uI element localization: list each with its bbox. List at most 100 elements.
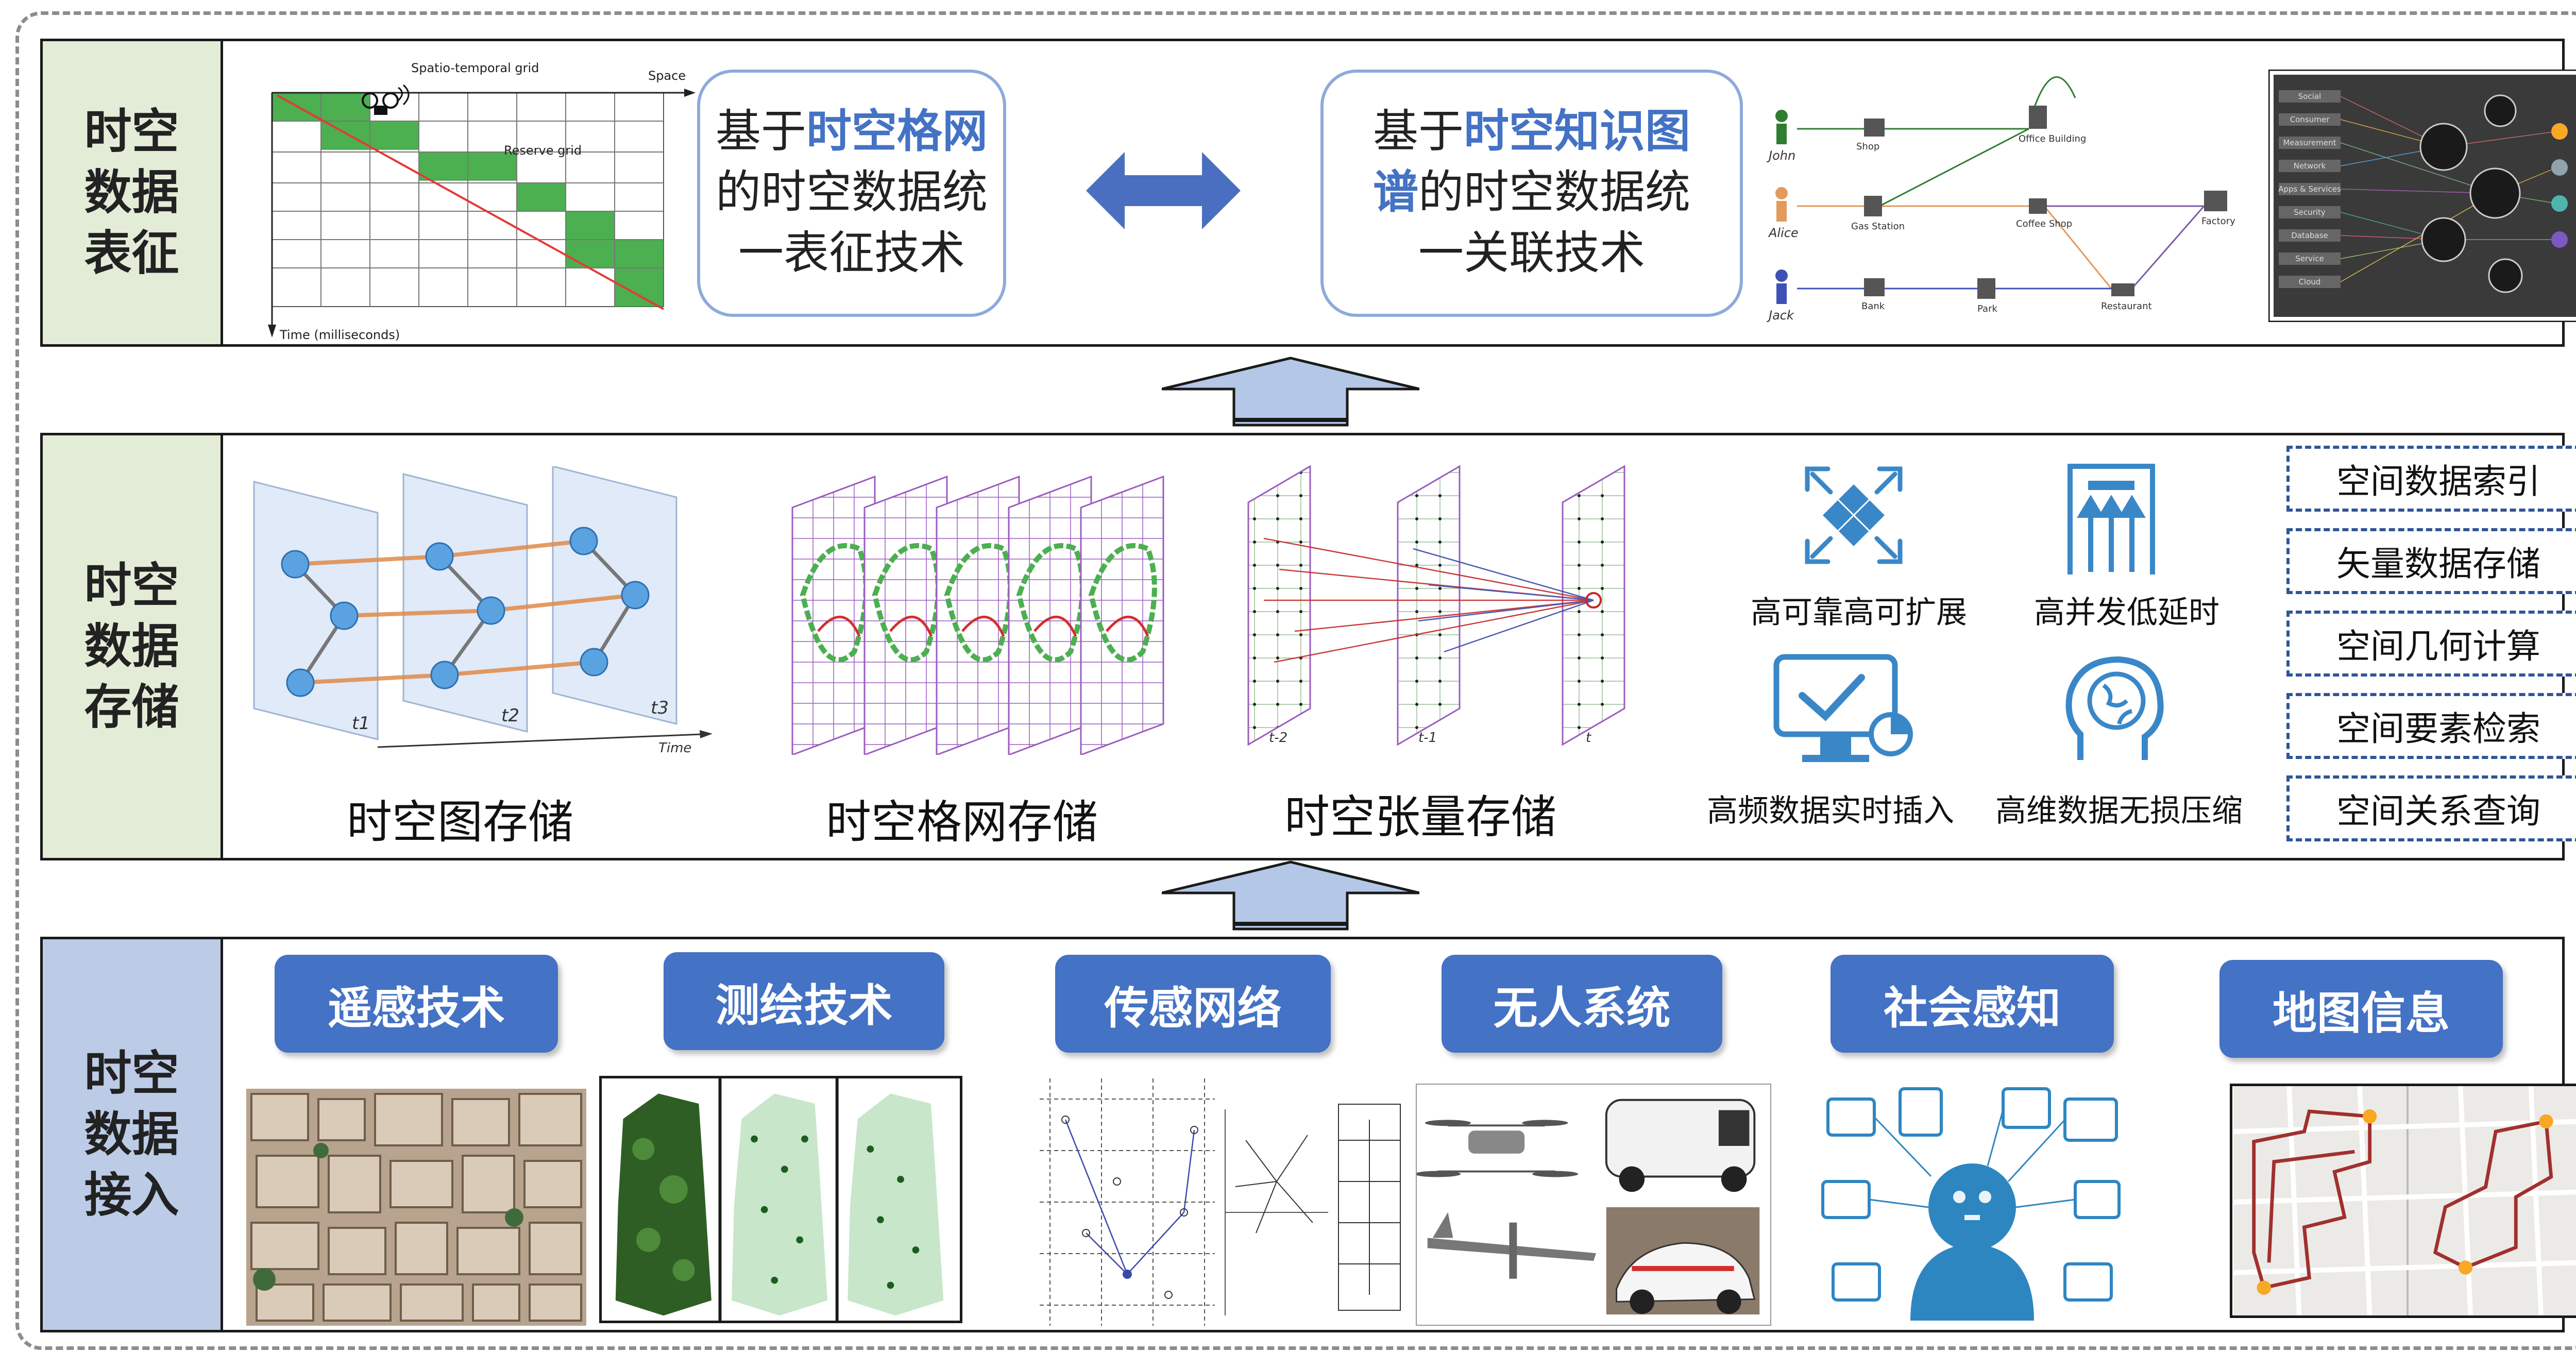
label-line: 存储 [84, 680, 179, 735]
network-label: Consumer [2290, 115, 2330, 124]
band-label-storage: 时空 数据 存储 [43, 435, 223, 858]
box-highlight: 时空知识图 [1464, 105, 1691, 158]
tensor-storage-figure: t-2 t-1 t [1247, 465, 1625, 746]
outer-frame [15, 11, 2576, 1350]
map-info-image [2230, 1084, 2576, 1318]
grid-storage-figure [791, 475, 1164, 755]
expand-icon [1805, 466, 1903, 564]
band-representation: 时空 数据 表征 [40, 39, 2576, 347]
band-label-access: 时空 数据 接入 [43, 939, 223, 1330]
source-chip-social-sensing: 社会感知 [1831, 955, 2114, 1053]
feature-label: 高维数据无损压缩 [1995, 793, 2243, 829]
network-labels: Social Consumer Measurement Network Apps… [2278, 90, 2341, 288]
source-chip-remote-sensing: 遥感技术 [275, 955, 558, 1053]
up-arrow-icon [1162, 860, 1419, 931]
autonomous-car-icon [1606, 1207, 1760, 1315]
box-highlight: 时空格网 [806, 105, 988, 158]
label-line: 时空 [84, 1046, 179, 1101]
unmanned-systems-image [1416, 1084, 1771, 1326]
spatio-temporal-grid-figure: Spatio-temporal grid Space Reserve grid … [268, 61, 696, 342]
network-label: Service [2295, 254, 2324, 263]
feature-label: 高频数据实时插入 [1707, 793, 1954, 829]
feature-label: 高可靠高可扩展 [1751, 595, 1967, 631]
place-label: Office Building [2019, 133, 2086, 144]
social-sensing-image [1818, 1078, 2127, 1326]
knowledge-graph-box: 基于时空知识图 谱的时空数据统 一关联技术 [1320, 70, 1743, 317]
reserve-grid-label: Reserve grid [504, 143, 582, 158]
label-line: 接入 [84, 1168, 179, 1223]
box-highlight: 谱 [1372, 165, 1418, 218]
time-label: Time (milliseconds) [279, 328, 400, 342]
grid-representation-box: 基于时空格网 的时空数据统 一表征技术 [697, 70, 1006, 317]
place-icons [1864, 106, 2227, 299]
op-label: 空间数据索引 [2336, 462, 2540, 501]
drone-icon [362, 84, 410, 115]
space-label: Space [648, 69, 686, 83]
op-label: 空间几何计算 [2336, 627, 2540, 666]
feature-label: 高并发低延时 [2034, 595, 2219, 631]
box-text: 基于 [1372, 105, 1464, 158]
grid-title: Spatio-temporal grid [411, 61, 539, 75]
brain-globe-icon [2065, 656, 2164, 760]
time-axis-label: Time [658, 740, 691, 755]
band-storage: 时空 数据 存储 [40, 433, 2576, 860]
tensor-storage-caption: 时空张量存储 [1284, 790, 1557, 843]
place-label: Restaurant [2101, 301, 2152, 312]
frame-label: t [1586, 730, 1591, 746]
knowledge-graph-figure: John Alice Jack Shop Office Building Gas… [1767, 76, 2235, 323]
box-text: 的时空数据统 [715, 165, 988, 218]
network-label: Cloud [2299, 277, 2321, 286]
double-arrow-icon [1086, 152, 1241, 229]
box-text: 的时空数据统 [1418, 165, 1691, 218]
frame-label: t-2 [1269, 730, 1287, 746]
t1-label: t1 [352, 713, 370, 734]
place-label: Coffee Shop [2016, 218, 2072, 229]
band-label-representation: 时空 数据 表征 [43, 41, 223, 344]
person-label: John [1767, 148, 1795, 163]
network-label: Social [2298, 92, 2321, 101]
drone-icon [1417, 1120, 1579, 1177]
t2-label: t2 [501, 705, 519, 726]
label-line: 表征 [84, 226, 179, 281]
person-label: Jack [1767, 308, 1794, 323]
network-label: Database [2291, 231, 2328, 240]
box-text: 一表征技术 [738, 226, 965, 279]
op-label: 空间要素检索 [2336, 709, 2540, 749]
delivery-vehicle-icon [1605, 1099, 1756, 1192]
band-access: 时空 数据 接入 遥感技术 测绘技术 传感网络 无人系统 社会感知 地图信息 [40, 937, 2576, 1332]
network-label: Network [2294, 161, 2326, 171]
label-line: 数据 [84, 619, 179, 674]
network-label: Measurement [2283, 138, 2336, 147]
t3-label: t3 [651, 698, 669, 718]
place-label: Factory [2201, 216, 2235, 227]
frame-label: t-1 [1418, 730, 1437, 746]
place-label: Bank [1861, 301, 1885, 312]
op-box: 空间要素检索 [2286, 693, 2576, 759]
op-box: 空间关系查询 [2286, 775, 2576, 841]
fixed-wing-uav-icon [1427, 1212, 1596, 1279]
op-label: 空间关系查询 [2336, 791, 2540, 831]
sensor-network-image [1040, 1078, 1411, 1326]
label-line: 数据 [84, 165, 179, 220]
concurrency-icon [2067, 464, 2155, 575]
source-chip-sensor-network: 传感网络 [1055, 955, 1331, 1053]
person-icons [1775, 110, 1788, 304]
box-text: 一关联技术 [1418, 226, 1645, 279]
network-label: Apps & Services [2278, 184, 2341, 194]
op-box: 矢量数据存储 [2286, 528, 2576, 594]
op-box: 空间数据索引 [2286, 446, 2576, 512]
place-label: Park [1977, 303, 1997, 314]
up-arrow-icon [1162, 357, 1419, 427]
box-text: 基于 [715, 105, 806, 158]
surveying-image [599, 1076, 962, 1323]
monitor-check-icon [1773, 654, 1913, 762]
source-chip-map-info: 地图信息 [2219, 960, 2503, 1058]
person-label: Alice [1768, 226, 1799, 240]
grid-cells [272, 92, 664, 310]
label-line: 时空 [84, 104, 179, 159]
label-line: 数据 [84, 1107, 179, 1162]
op-label: 矢量数据存储 [2336, 544, 2540, 584]
label-line: 时空 [84, 558, 179, 613]
grid-storage-caption: 时空格网存储 [826, 796, 1098, 849]
place-label: Gas Station [1851, 221, 1905, 232]
